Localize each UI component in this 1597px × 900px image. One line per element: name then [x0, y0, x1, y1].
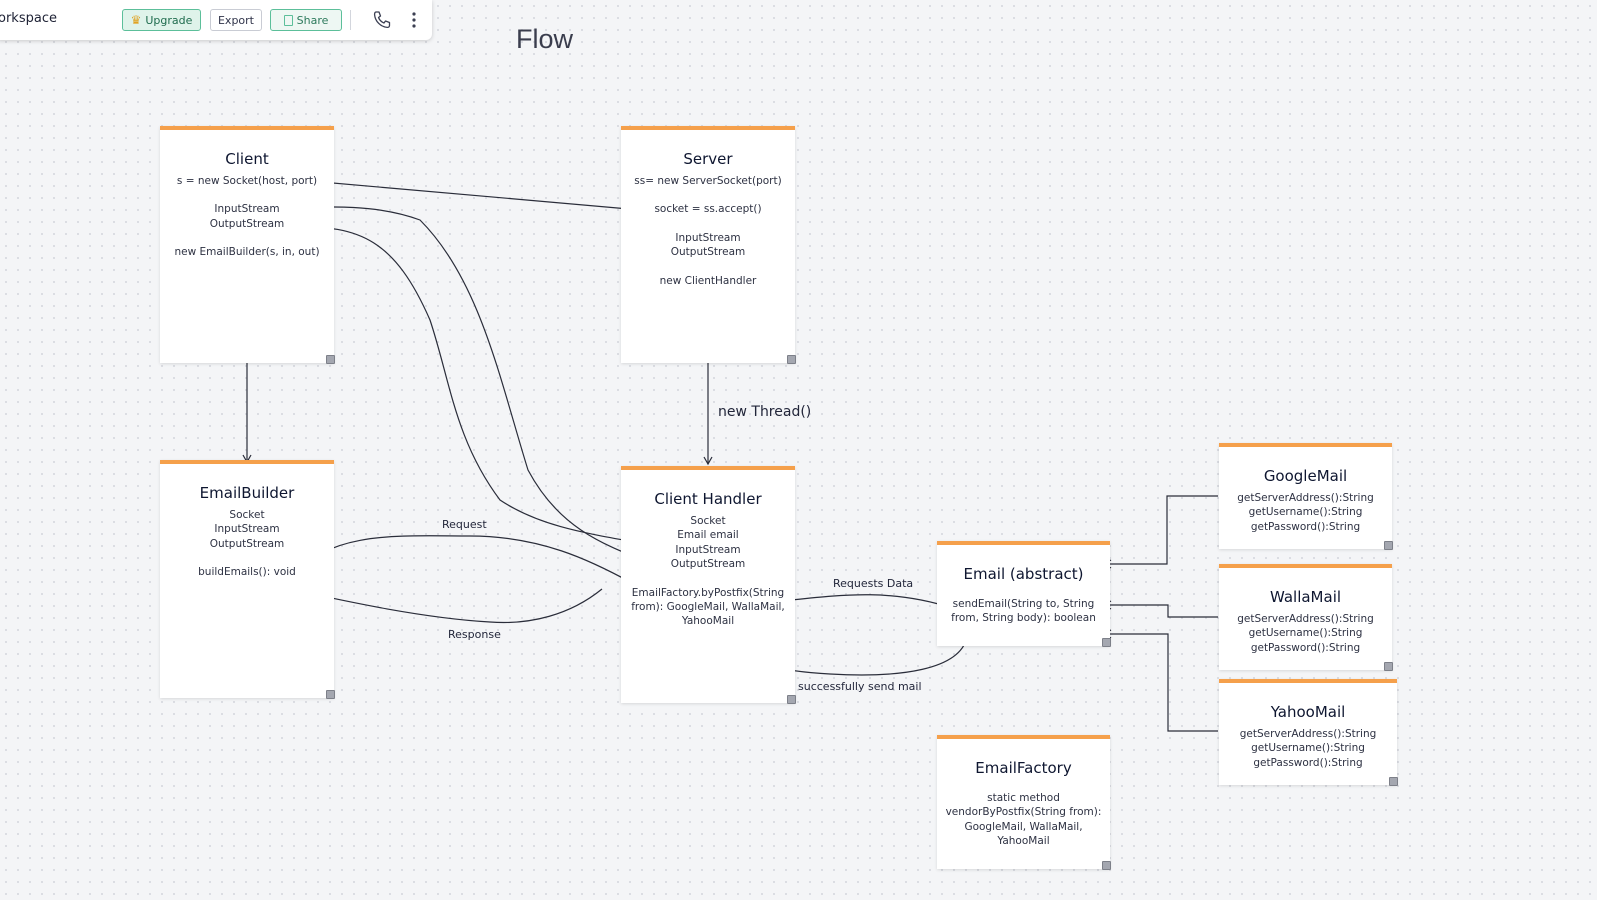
new-thread-label: new Thread(): [718, 404, 812, 420]
resize-handle[interactable]: [787, 355, 796, 364]
resize-handle[interactable]: [326, 690, 335, 699]
card-line: getServerAddress():String: [1237, 492, 1374, 504]
card-line: getPassword():String: [1250, 641, 1361, 654]
upgrade-button[interactable]: ♛ Upgrade: [122, 9, 201, 31]
emailfactory-card[interactable]: EmailFactory static method vendorByPostf…: [937, 735, 1111, 870]
card-title: Client: [225, 150, 269, 168]
card-title: Email (abstract): [963, 565, 1084, 583]
card-line: buildEmails(): void: [198, 566, 296, 579]
card-line: getUsername():String: [1248, 627, 1363, 640]
card-line: getServerAddress():String: [1239, 728, 1377, 740]
resize-handle[interactable]: [1384, 662, 1393, 671]
top-toolbar: orkspace ♛ Upgrade Export Share: [0, 0, 432, 40]
card-line: YahooMail: [681, 615, 735, 628]
card-line: vendorByPostfix(String from):: [945, 806, 1102, 819]
card-line: Email email: [677, 529, 739, 542]
resize-handle[interactable]: [1102, 638, 1111, 647]
response-arrow: [278, 584, 603, 624]
card-line: from): GoogleMail, WallaMail,: [631, 601, 785, 614]
request-arrow: [292, 535, 634, 584]
crown-icon: ♛: [130, 13, 142, 27]
card-line: Socket: [690, 515, 726, 527]
card-title: EmailBuilder: [199, 484, 295, 502]
socket-connect-arrow: [309, 180, 654, 215]
card-line: getUsername():String: [1251, 742, 1365, 755]
googlemail-inherit-arrow: [1102, 495, 1218, 569]
card-line: OutputStream: [209, 537, 285, 550]
card-line: OutputStream: [670, 246, 746, 259]
toolbar-divider: [350, 10, 351, 30]
successfully-send-mail-label: successfully send mail: [798, 680, 922, 693]
card-line: OutputStream: [670, 558, 746, 571]
card-title: GoogleMail: [1263, 467, 1348, 485]
inputstream-link-arrow: [276, 204, 656, 566]
server-card[interactable]: Server ss= new ServerSocket(port) socket…: [621, 126, 796, 364]
more-vertical-icon[interactable]: [408, 10, 420, 30]
card-line: getPassword():String: [1250, 520, 1361, 533]
card-line: getPassword():String: [1253, 756, 1363, 769]
share-button[interactable]: Share: [270, 9, 342, 31]
resize-handle[interactable]: [1389, 777, 1398, 786]
card-line: InputStream: [214, 203, 280, 216]
wallamail-inherit-arrow: [1102, 600, 1218, 618]
card-title: YahooMail: [1270, 703, 1346, 721]
email-abstract-card[interactable]: Email (abstract) sendEmail(String to, St…: [937, 541, 1111, 647]
card-line: sendEmail(String to, String: [952, 598, 1095, 610]
yahoomail-inherit-arrow: [1102, 629, 1218, 732]
card-line: getServerAddress():String: [1237, 613, 1374, 625]
card-line: Socket: [229, 509, 265, 521]
googlemail-card[interactable]: GoogleMail getServerAddress():String get…: [1219, 443, 1393, 550]
card-line: InputStream: [675, 543, 741, 556]
card-line: InputStream: [675, 231, 741, 244]
share-icon: [283, 14, 293, 26]
share-label: Share: [296, 13, 329, 27]
card-line: new ClientHandler: [659, 274, 757, 287]
card-line: ss= new ServerSocket(port): [634, 175, 782, 187]
card-line: static method: [987, 792, 1060, 804]
requests-data-label: Requests Data: [833, 577, 914, 590]
card-line: InputStream: [214, 523, 280, 536]
response-label: Response: [448, 628, 501, 641]
card-title: Server: [683, 150, 733, 168]
resize-handle[interactable]: [1384, 541, 1393, 550]
card-line: from, String body): boolean: [951, 612, 1096, 625]
request-label: Request: [442, 518, 487, 531]
card-line: OutputStream: [209, 217, 285, 230]
card-line: new EmailBuilder(s, in, out): [174, 246, 320, 259]
card-line: getUsername():String: [1248, 506, 1363, 519]
workspace-name[interactable]: orkspace: [0, 11, 57, 26]
card-line: s = new Socket(host, port): [176, 175, 318, 187]
clienthandler-card[interactable]: Client Handler Socket Email email InputS…: [621, 466, 796, 704]
requests-data-arrow: [781, 594, 954, 611]
wallamail-card[interactable]: WallaMail getServerAddress():String getU…: [1219, 564, 1393, 671]
yahoomail-card[interactable]: YahooMail getServerAddress():String getU…: [1219, 679, 1398, 786]
upgrade-label: Upgrade: [145, 13, 193, 27]
resize-handle[interactable]: [1102, 861, 1111, 870]
card-title: Client Handler: [654, 490, 762, 508]
card-line: GoogleMail, WallaMail,: [964, 820, 1083, 833]
client-card[interactable]: Client s = new Socket(host, port) InputS…: [160, 126, 335, 364]
resize-handle[interactable]: [326, 355, 335, 364]
card-title: EmailFactory: [975, 759, 1072, 777]
emailbuilder-card[interactable]: EmailBuilder Socket InputStream OutputSt…: [160, 460, 335, 699]
export-button[interactable]: Export: [210, 9, 262, 31]
resize-handle[interactable]: [787, 695, 796, 704]
phone-icon[interactable]: [372, 10, 392, 30]
card-line: EmailFactory.byPostfix(String: [631, 586, 785, 599]
card-line: socket = ss.accept(): [654, 203, 762, 216]
board-title: Flow: [516, 24, 574, 54]
outputstream-link-arrow: [292, 226, 669, 552]
card-line: YahooMail: [997, 835, 1050, 848]
card-title: WallaMail: [1269, 588, 1342, 606]
